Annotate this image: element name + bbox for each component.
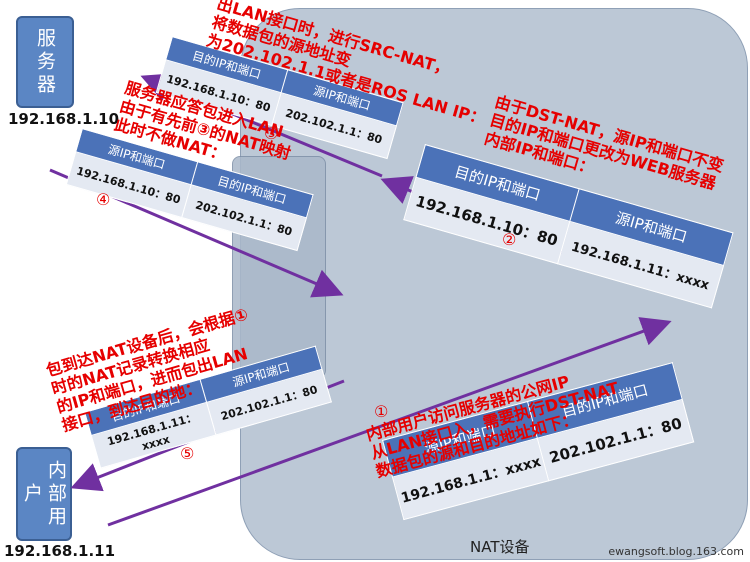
client-box: 内部用户 — [16, 447, 72, 541]
step-number-5: ⑤ — [180, 444, 195, 463]
step-number-4: ④ — [96, 190, 111, 209]
source-credit: ewangsoft.blog.163.com — [608, 545, 744, 558]
step-number-2: ② — [502, 230, 517, 249]
arrow-step-1 — [107, 317, 672, 527]
step-number-1: ① — [374, 402, 389, 421]
step-number-3: ③ — [264, 124, 279, 143]
server-label: 服务器 — [34, 27, 56, 97]
client-ip: 192.168.1.11 — [4, 542, 116, 560]
server-box: 服务器 — [16, 16, 74, 108]
nat-device-label: NAT设备 — [470, 538, 530, 556]
client-label: 内部用户 — [21, 459, 67, 529]
server-ip: 192.168.1.10 — [8, 110, 120, 128]
